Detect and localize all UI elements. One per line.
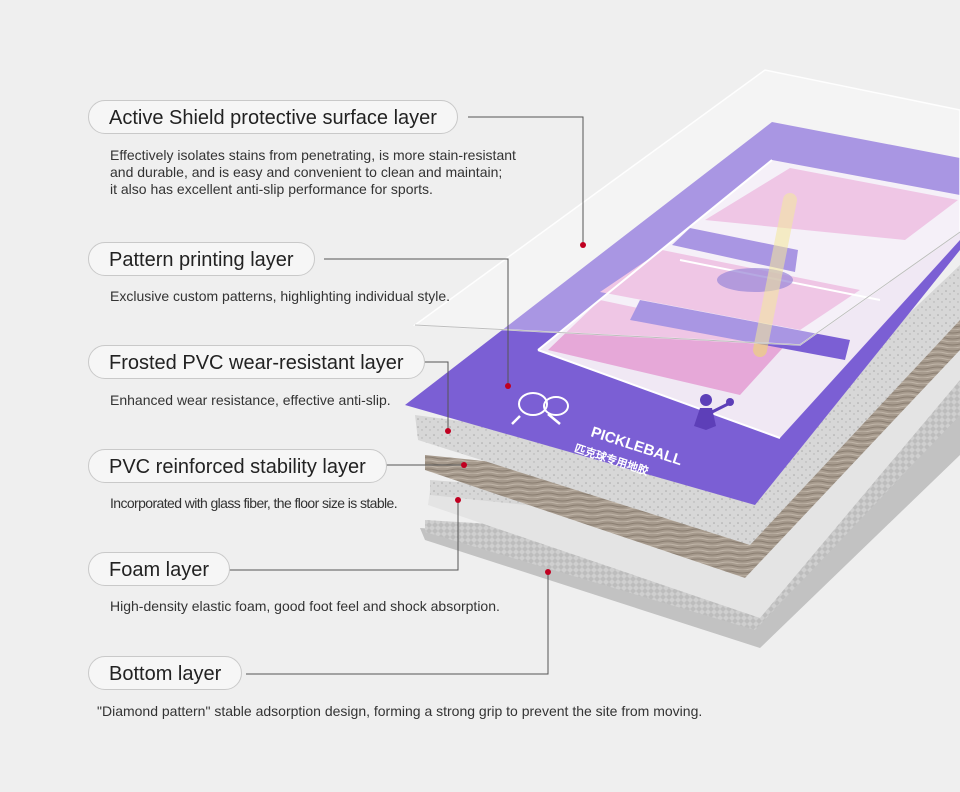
label-stability-layer: PVC reinforced stability layer (88, 449, 387, 483)
player-icon (694, 394, 734, 430)
leader-dot-bottom (545, 569, 551, 575)
label-bottom-layer: Bottom layer (88, 656, 243, 690)
label-frosted-layer: Frosted PVC wear-resistant layer (88, 345, 425, 379)
label-surface-layer: Active Shield protective surface layer (88, 100, 458, 134)
desc-pattern-layer: Exclusive custom patterns, highlighting … (110, 288, 451, 304)
ball-trail (753, 193, 797, 357)
pickleball-court (537, 159, 960, 439)
label-foam-layer: Foam layer (88, 552, 231, 586)
leader-lines (229, 116, 584, 675)
leader-line-surface (468, 116, 584, 245)
leader-dots (445, 242, 586, 575)
leader-dot-stability (461, 462, 467, 468)
leader-line-bottom (246, 572, 549, 675)
leader-dot-frosted (445, 428, 451, 434)
label-pattern-layer: Pattern printing layer (88, 242, 315, 276)
leader-line-frosted (423, 361, 449, 431)
leader-dot-pattern (505, 383, 511, 389)
desc-surface-layer: Effectively isolates stains from penetra… (110, 147, 516, 197)
desc-bottom-layer: "Diamond pattern" stable adsorption desi… (97, 703, 703, 719)
paddle-icon (511, 392, 569, 425)
desc-frosted-layer: Enhanced wear resistance, effective anti… (110, 392, 391, 408)
stability-layer-slab (425, 305, 960, 578)
leader-dot-foam (455, 497, 461, 503)
desc-stability-layer: Incorporated with glass fiber, the floor… (110, 495, 398, 511)
foam-layer-slab (428, 335, 960, 618)
bottom-layer-surface (425, 360, 960, 630)
leader-line-foam (229, 500, 459, 571)
layer-stack: PICKLEBALL 匹克球专用地胶 (405, 69, 960, 648)
wear-layer-slab (415, 265, 960, 545)
leader-dot-surface (580, 242, 586, 248)
desc-foam-layer: High-density elastic foam, good foot fee… (110, 598, 500, 614)
leader-line-pattern (324, 258, 509, 386)
